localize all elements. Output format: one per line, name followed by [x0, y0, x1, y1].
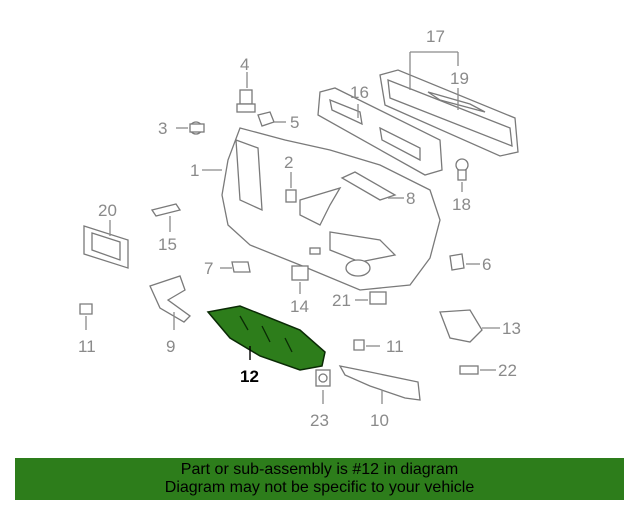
sensor-part-15[interactable] — [150, 203, 182, 217]
callout-4: 4 — [240, 55, 249, 74]
bumper-cover-part[interactable] — [221, 127, 441, 291]
cover-part-13[interactable] — [439, 309, 483, 343]
retainer-part-4[interactable] — [236, 89, 256, 113]
callout-21: 21 — [332, 291, 351, 310]
callout-9: 9 — [166, 337, 175, 356]
callout-16: 16 — [350, 83, 369, 102]
trim-part-10[interactable] — [338, 365, 421, 401]
callout-11-right: 11 — [386, 337, 404, 356]
callout-2: 2 — [284, 153, 293, 172]
leader-17 — [409, 51, 459, 90]
callout-17: 17 — [426, 27, 445, 46]
clip-part-11-left[interactable] — [79, 303, 93, 315]
sensor-part-23[interactable] — [315, 369, 331, 387]
callout-15: 15 — [158, 235, 177, 254]
callout-22: 22 — [498, 361, 517, 380]
clip-part-7[interactable] — [231, 261, 251, 273]
callout-23: 23 — [310, 411, 329, 430]
sensor-part-21[interactable] — [369, 291, 387, 305]
clip-part-11-right[interactable] — [353, 339, 365, 351]
callout-11-left: 11 — [78, 337, 96, 356]
callout-3: 3 — [158, 119, 167, 138]
screw-part-3[interactable] — [189, 121, 205, 135]
highlighted-part-12[interactable] — [206, 305, 326, 371]
clip-part-5[interactable] — [257, 111, 275, 127]
energy-absorber-part[interactable] — [317, 87, 443, 176]
callout-7: 7 — [204, 259, 213, 278]
banner-line-2: Diagram may not be specific to your vehi… — [164, 479, 475, 496]
callout-14: 14 — [290, 297, 309, 316]
moulding-part-22[interactable] — [459, 365, 479, 375]
callout-1: 1 — [190, 161, 199, 180]
callout-8: 8 — [406, 189, 415, 208]
banner-line-1: Part or sub-assembly is #12 in diagram — [180, 461, 459, 478]
bolt-part-18[interactable] — [455, 158, 469, 181]
callout-13: 13 — [502, 319, 521, 338]
callout-18: 18 — [452, 195, 471, 214]
parts-diagram: 17 19 16 4 5 3 1 2 8 — [78, 27, 521, 430]
license-bracket-part[interactable] — [83, 225, 129, 269]
callout-12: 12 — [240, 367, 259, 386]
callout-6: 6 — [482, 255, 491, 274]
bracket-part-8[interactable] — [340, 171, 397, 201]
callout-5: 5 — [290, 113, 299, 132]
bumper-reinforcement-part[interactable] — [379, 69, 519, 157]
callout-20: 20 — [98, 201, 117, 220]
clip-part-6[interactable] — [449, 253, 465, 271]
callout-10: 10 — [370, 411, 389, 430]
clip-part-2[interactable] — [285, 189, 297, 203]
callout-19: 19 — [450, 69, 469, 88]
cover-part-14[interactable] — [291, 265, 309, 281]
highlight-banner: Part or sub-assembly is #12 in diagram D… — [15, 458, 624, 500]
bracket-part-9[interactable] — [149, 275, 191, 323]
